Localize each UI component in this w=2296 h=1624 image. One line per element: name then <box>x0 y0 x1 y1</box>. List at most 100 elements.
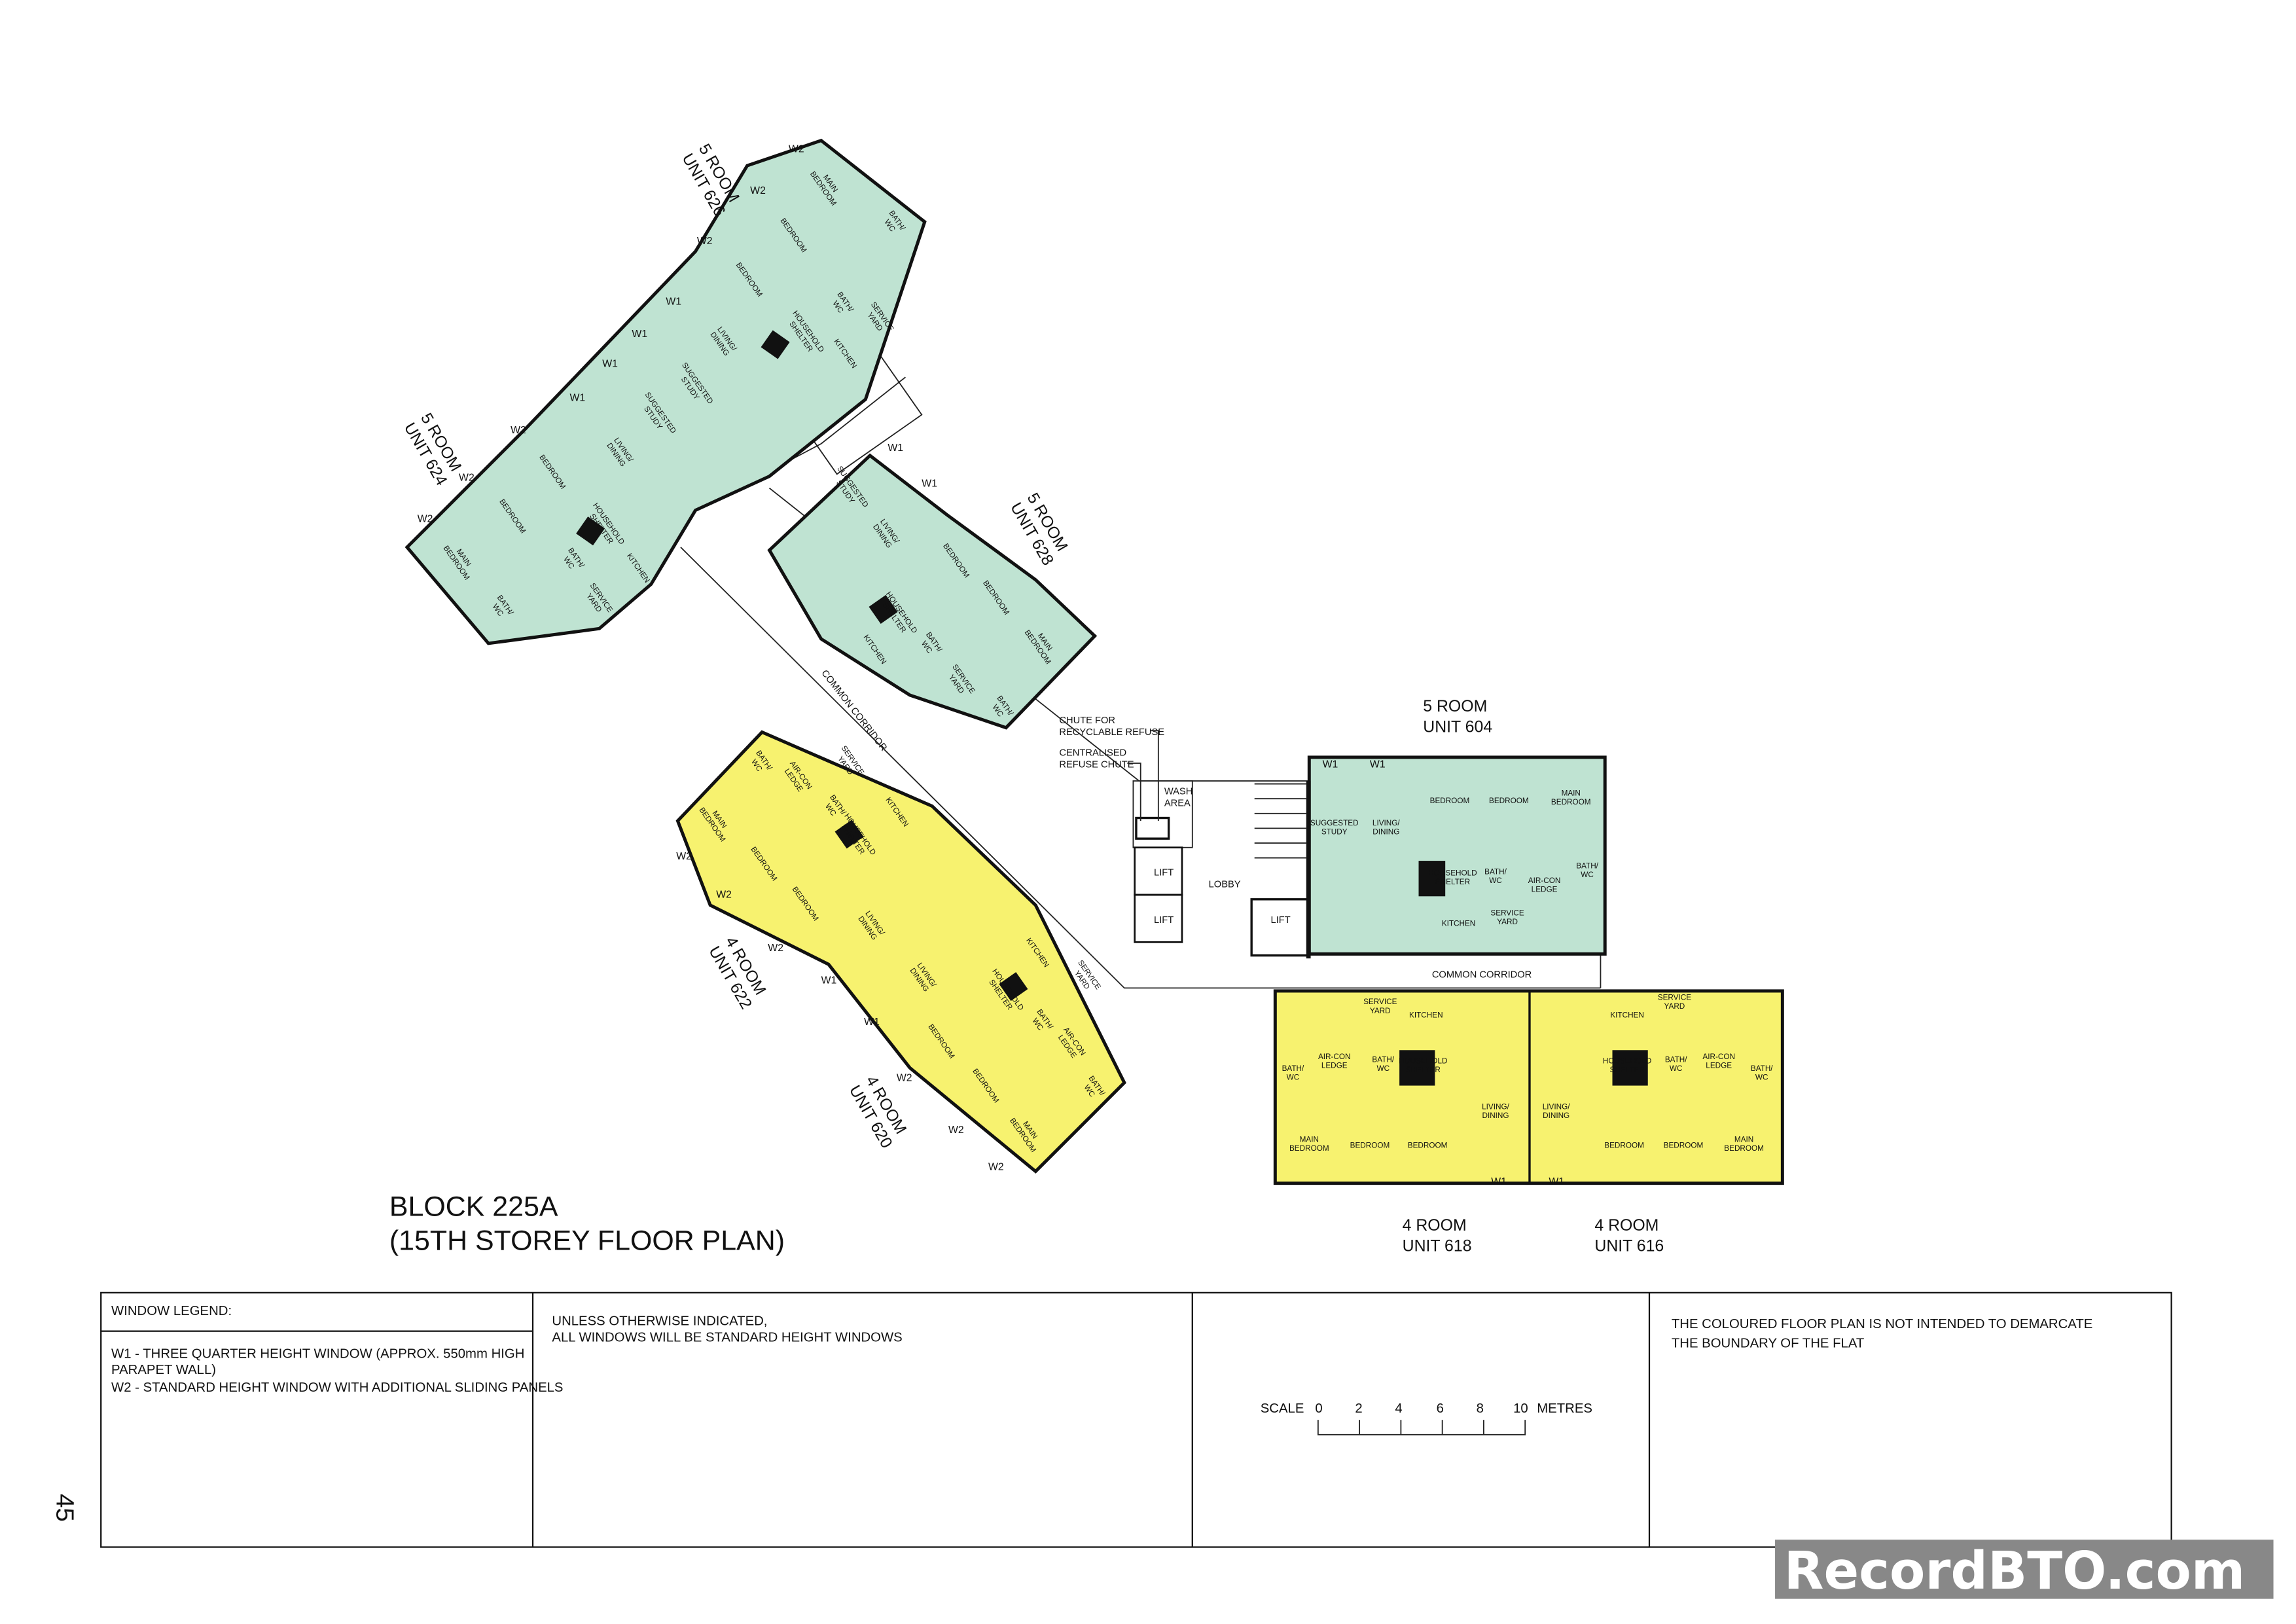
room-label: BEDROOM <box>1604 1141 1644 1149</box>
room-label: BATH/WC <box>1484 867 1507 885</box>
window-label: W2 <box>418 514 433 525</box>
window-label: W2 <box>459 472 475 483</box>
svg-text:RecordBTO.com: RecordBTO.com <box>1784 1541 2246 1601</box>
legend-heading: WINDOW LEGEND: <box>111 1304 232 1318</box>
svg-text:4 ROOM: 4 ROOM <box>1403 1217 1467 1235</box>
lift-label: LIFT <box>1154 868 1174 878</box>
room-label: LIVING/DINING <box>1543 1103 1570 1121</box>
window-note-cont: ALL WINDOWS WILL BE STANDARD HEIGHT WIND… <box>552 1330 902 1344</box>
window-label: W2 <box>897 1073 912 1084</box>
unit-628-shape <box>767 453 1098 730</box>
window-label: W1 <box>922 478 937 489</box>
watermark: RecordBTO.com <box>1775 1540 2274 1601</box>
room-label: BEDROOM <box>1350 1141 1390 1149</box>
common-corridor-label: COMMON CORRIDOR <box>1432 970 1532 981</box>
plan-subtitle: (15TH STOREY FLOOR PLAN) <box>389 1225 785 1256</box>
svg-text:10: 10 <box>1513 1401 1528 1416</box>
room-label: BATH/WC <box>1665 1055 1687 1073</box>
svg-text:UNIT 616: UNIT 616 <box>1594 1238 1664 1255</box>
unit-626-624-shape <box>404 138 927 645</box>
svg-text:2: 2 <box>1355 1401 1362 1416</box>
window-label: W2 <box>750 185 766 196</box>
room-label: BATH/WC <box>1576 861 1598 879</box>
room-label: BEDROOM <box>1430 797 1470 805</box>
disclaimer: THE COLOURED FLOOR PLAN IS NOT INTENDED … <box>1672 1317 2092 1331</box>
svg-text:6: 6 <box>1437 1401 1444 1416</box>
window-label: W2 <box>676 851 692 862</box>
room-label: BEDROOM <box>1489 797 1529 805</box>
window-label: W1 <box>1491 1176 1507 1187</box>
unit-label-604: 5 ROOM UNIT 604 <box>1423 698 1492 736</box>
disclaimer-cont: THE BOUNDARY OF THE FLAT <box>1672 1336 1864 1350</box>
window-label: W2 <box>697 236 713 247</box>
svg-text:4: 4 <box>1395 1401 1402 1416</box>
legend-w2: W2 - STANDARD HEIGHT WINDOW WITH ADDITIO… <box>111 1380 563 1395</box>
svg-text:0: 0 <box>1315 1401 1322 1416</box>
room-label: BATH/WC <box>1372 1055 1394 1073</box>
room-label: LIVING/DINING <box>1482 1103 1509 1121</box>
window-label: W1 <box>666 296 681 307</box>
svg-text:4 ROOM: 4 ROOM <box>1594 1217 1659 1235</box>
room-label: BEDROOM <box>1664 1141 1704 1149</box>
svg-text:UNIT 618: UNIT 618 <box>1403 1238 1472 1255</box>
window-label: W2 <box>988 1161 1004 1172</box>
legend-w1: W1 - THREE QUARTER HEIGHT WINDOW (APPROX… <box>111 1346 524 1361</box>
room-label: KITCHEN <box>1409 1011 1443 1020</box>
room-label: BEDROOM <box>1408 1141 1448 1149</box>
page-number: 45 <box>50 1494 79 1522</box>
legend-w1-cont: PARAPET WALL) <box>111 1363 216 1377</box>
plan-title: BLOCK 225A <box>389 1191 558 1222</box>
chute-central-note: CENTRALISED <box>1059 748 1126 759</box>
room-label: LIVING/DINING <box>1372 819 1400 837</box>
window-label: W1 <box>888 442 903 454</box>
legend-table: WINDOW LEGEND: W1 - THREE QUARTER HEIGHT… <box>100 1291 2172 1548</box>
window-label: W2 <box>948 1125 964 1136</box>
room-label: KITCHEN <box>1442 919 1476 928</box>
lift-core <box>1132 780 1311 959</box>
window-label: W1 <box>1549 1176 1564 1187</box>
window-label: W1 <box>602 358 618 369</box>
window-note: UNLESS OTHERWISE INDICATED, <box>552 1314 767 1329</box>
wall-details <box>576 330 1648 1183</box>
lift-label: LIFT <box>1271 915 1291 926</box>
svg-text:METRES: METRES <box>1537 1401 1592 1416</box>
window-label: W1 <box>1323 759 1338 770</box>
window-label: W2 <box>716 890 732 901</box>
room-label: BATH/WC <box>1282 1064 1304 1082</box>
wash-area-label: WASH <box>1164 786 1193 797</box>
chute-central-note: REFUSE CHUTE <box>1059 760 1134 770</box>
wash-area-label: AREA <box>1164 798 1191 808</box>
window-labels: W2W2W2W2W2W2W1W1W1W1W1W1W2W2W2W1W1W2W2W2… <box>418 144 1564 1187</box>
lift-label: LIFT <box>1154 915 1174 926</box>
window-label: W1 <box>821 975 837 986</box>
chute-recyclable-note: CHUTE FOR <box>1059 715 1115 726</box>
chute-recyclable-note: RECYCLABLE REFUSE <box>1059 727 1164 738</box>
window-label: W2 <box>789 144 804 155</box>
scale-bar: SCALE 0 2 4 6 8 10 METRES <box>1261 1401 1592 1435</box>
common-corridor-label: COMMON CORRIDOR <box>819 668 888 753</box>
svg-text:UNIT 604: UNIT 604 <box>1423 718 1492 736</box>
svg-text:SCALE: SCALE <box>1261 1401 1304 1416</box>
unit-label-618: 4 ROOM UNIT 618 <box>1403 1217 1472 1255</box>
window-label: W1 <box>1370 759 1386 770</box>
svg-text:5 ROOM: 5 ROOM <box>1423 698 1487 715</box>
room-label: BATH/WC <box>1751 1064 1773 1082</box>
unit-622-620-shape <box>675 730 1126 1174</box>
